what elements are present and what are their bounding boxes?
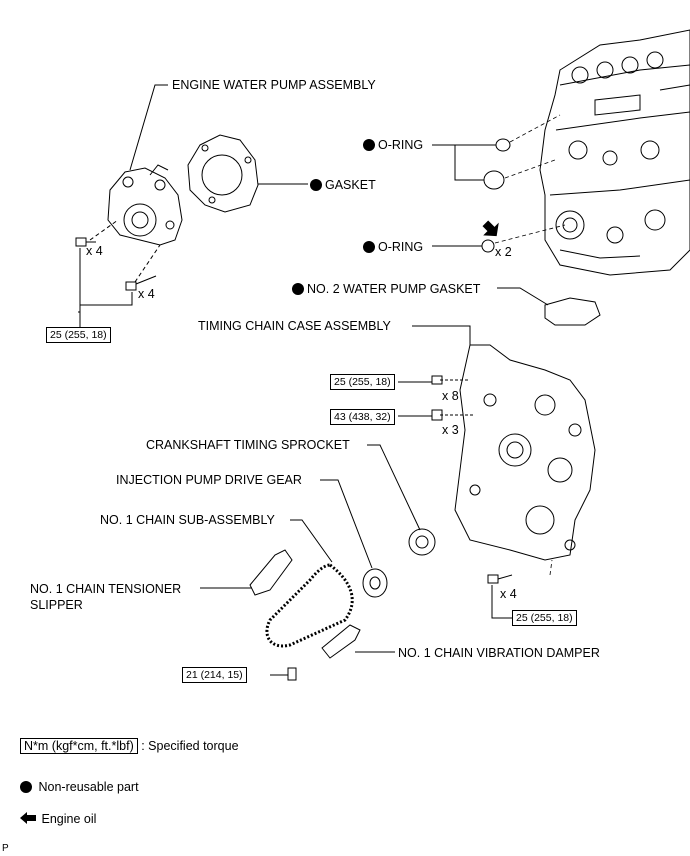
pump-bolt-icon — [125, 275, 157, 291]
label-crank-sprocket: CRANKSHAFT TIMING SPROCKET — [146, 438, 350, 452]
torque-damper: 21 (214, 15) — [182, 667, 247, 683]
label-o-ring-1: O-RING — [363, 138, 423, 152]
qty-o-ring: x 2 — [495, 245, 512, 259]
lower-bolt-icon — [487, 574, 513, 584]
torque-case-b: 43 (438, 32) — [330, 409, 395, 425]
engine-block — [539, 29, 690, 276]
label-water-pump: ENGINE WATER PUMP ASSEMBLY — [172, 78, 376, 92]
injection-pump-drive-gear — [362, 568, 388, 598]
nonreusable-dot-icon — [20, 781, 32, 793]
case-bolt-icon — [431, 409, 443, 421]
o-ring-small — [495, 138, 511, 152]
o-ring-large — [483, 170, 505, 190]
label-timing-case: TIMING CHAIN CASE ASSEMBLY — [198, 319, 391, 333]
qty-case-bolt-a: x 8 — [442, 389, 459, 403]
qty-pump-bolt-a: x 4 — [86, 244, 103, 258]
footer-mark: P — [2, 843, 9, 854]
legend-torque: N*m (kgf*cm, ft.*lbf) : Specified torque — [20, 738, 239, 754]
torque-lower: 25 (255, 18) — [512, 610, 577, 626]
timing-chain-case — [454, 344, 596, 561]
timing-chain — [265, 563, 354, 648]
label-no2-gasket: NO. 2 WATER PUMP GASKET — [292, 282, 480, 296]
legend-engine-oil: Engine oil — [20, 812, 96, 826]
legend-nonreusable: Non-reusable part — [20, 780, 139, 794]
crankshaft-sprocket — [408, 528, 436, 556]
o-ring-x2 — [481, 239, 495, 253]
qty-pump-bolt-b: x 4 — [138, 287, 155, 301]
damper-bolt-icon — [287, 667, 297, 681]
torque-pump: 25 (255, 18) — [46, 327, 111, 343]
nonreusable-dot-icon — [363, 241, 375, 253]
gasket-part — [187, 134, 259, 213]
no2-gasket — [544, 297, 601, 326]
label-tensioner-line1: NO. 1 CHAIN TENSIONER — [30, 582, 182, 596]
legend-torque-text: : Specified torque — [141, 739, 239, 753]
label-o-ring-2: O-RING — [363, 240, 423, 254]
engine-oil-arrow-icon — [482, 220, 499, 237]
water-pump-assembly — [107, 164, 183, 246]
torque-case-a: 25 (255, 18) — [330, 374, 395, 390]
pump-bolt-icon — [75, 237, 96, 247]
qty-case-bolt-b: x 3 — [442, 423, 459, 437]
nonreusable-dot-icon — [363, 139, 375, 151]
qty-lower-bolt: x 4 — [500, 587, 517, 601]
label-chain: NO. 1 CHAIN SUB-ASSEMBLY — [100, 513, 275, 527]
engine-oil-arrow-icon — [20, 812, 36, 824]
chain-tensioner-slipper — [249, 549, 293, 596]
label-damper: NO. 1 CHAIN VIBRATION DAMPER — [398, 646, 600, 660]
case-bolt-icon — [431, 375, 443, 385]
label-tensioner-line2: SLIPPER — [30, 598, 83, 612]
legend-torque-unit: N*m (kgf*cm, ft.*lbf) — [20, 738, 138, 754]
label-gasket: GASKET — [310, 178, 376, 192]
nonreusable-dot-icon — [310, 179, 322, 191]
nonreusable-dot-icon — [292, 283, 304, 295]
chain-vibration-damper — [321, 624, 361, 659]
label-injection-gear: INJECTION PUMP DRIVE GEAR — [116, 473, 302, 487]
